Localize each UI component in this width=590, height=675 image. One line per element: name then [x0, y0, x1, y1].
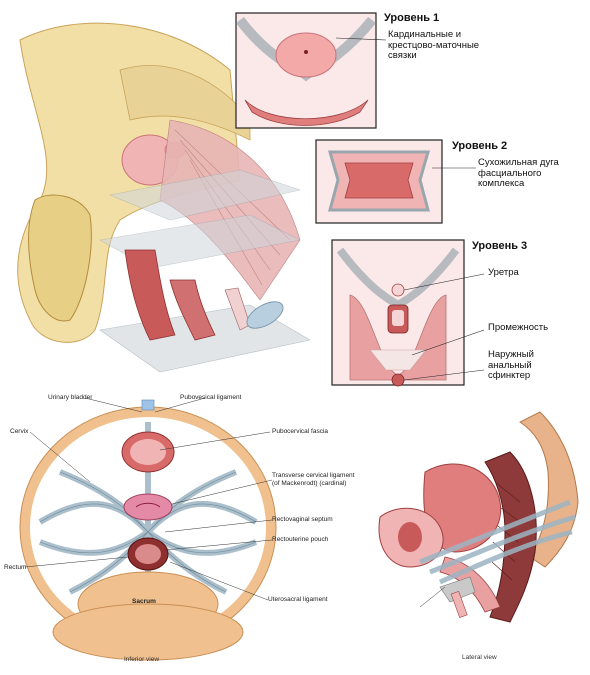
level-2-label: Сухожильная дуга фасциального комплекса [478, 158, 573, 190]
ligaments-views-figure: Urinary bladder Pubovesical ligament Cer… [0, 392, 590, 670]
inferior-view-caption: Inferior view [124, 656, 159, 663]
cervix-section [124, 494, 172, 520]
label-urinary-bladder: Urinary bladder [48, 394, 92, 401]
inset-level-3 [332, 240, 484, 386]
pelvic-support-levels-figure: Уровень 1 Кардинальные и крестцово-маточ… [0, 0, 590, 390]
level-3-anal-sphincter-label: Наружный анальный сфинктер [488, 350, 558, 382]
label-rectouterine-pouch: Rectouterine pouch [272, 536, 328, 543]
label-rectovaginal-septum: Rectovaginal septum [272, 516, 333, 523]
inferior-view-diagram [20, 398, 276, 660]
level-1-label: Кардинальные и крестцово-маточные связки [388, 30, 508, 62]
level-3-title: Уровень 3 [472, 240, 527, 252]
label-rectum: Rectum [4, 564, 26, 571]
level-2-title: Уровень 2 [452, 140, 507, 152]
label-pubocervical-fascia: Pubocervical fascia [272, 428, 328, 435]
label-transverse-cervical-ligament: Transverse cervical ligament (of Mackenr… [272, 472, 362, 488]
label-sacrum: Sacrum [132, 598, 156, 605]
lateral-view-caption: Lateral view [462, 654, 497, 661]
inset-level-2 [316, 140, 476, 223]
level-3-perineum-label: Промежность [488, 323, 548, 334]
level-3-urethra-label: Уретра [488, 268, 519, 279]
label-pubovesical-ligament: Pubovesical ligament [180, 394, 241, 401]
label-uterosacral-ligament: Uterosacral ligament [268, 596, 328, 603]
urinary-bladder-neck [142, 400, 154, 410]
level-1-title: Уровень 1 [384, 12, 439, 24]
lateral-view-diagram [379, 412, 578, 622]
inset-level-1 [236, 13, 386, 128]
label-cervix: Cervix [10, 428, 28, 435]
